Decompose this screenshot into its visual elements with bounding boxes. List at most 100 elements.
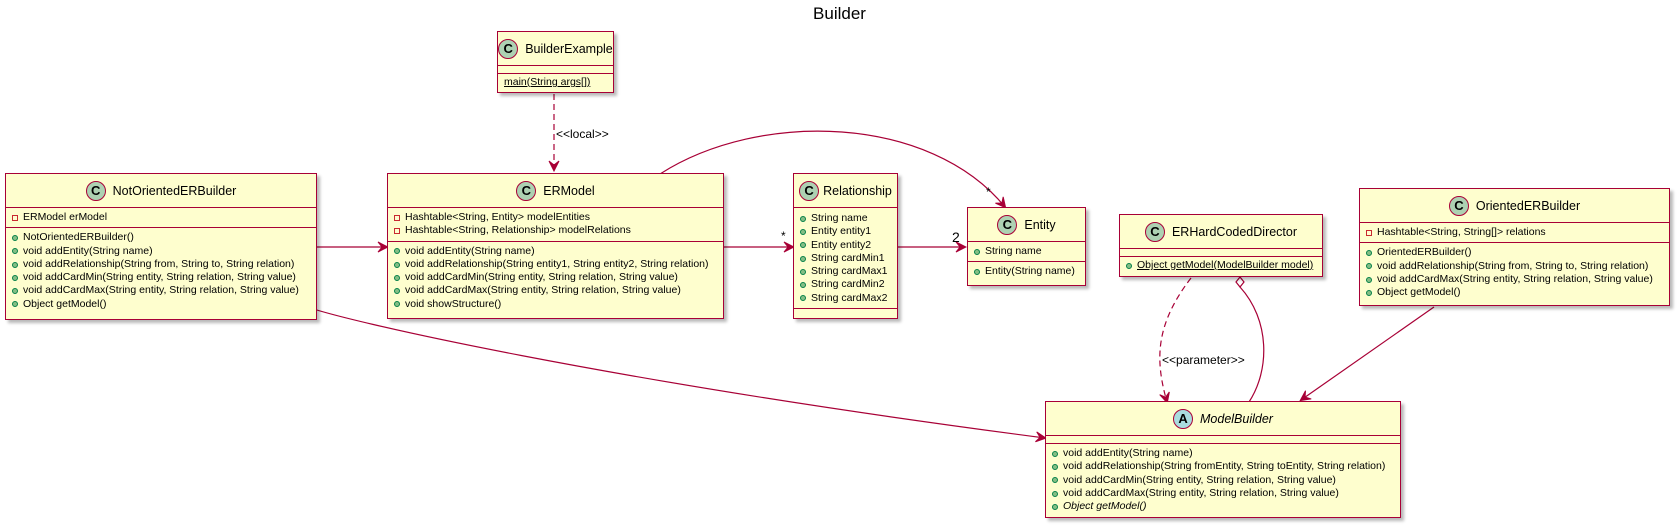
class-relationship[interactable]: C Relationship String name Entity entity… [793, 173, 898, 319]
association-oriented-modelbuilder [1301, 306, 1435, 400]
field-text: Entity entity2 [811, 238, 872, 251]
association-notoriented-modelbuilder [304, 305, 1045, 438]
field-text: String cardMax2 [811, 291, 888, 304]
class-notorientederbuilder[interactable]: C NotOrientedERBuilder ERModel erModel N… [5, 173, 317, 320]
class-stereotype-icon: C [498, 38, 519, 59]
abstract-stereotype-icon: A [1173, 408, 1194, 429]
method-text: Object getModel() [23, 297, 107, 310]
field-row: Hashtable<String, String[]> relations [1366, 226, 1663, 239]
method-text: Object getModel(ModelBuilder model) [1137, 259, 1314, 271]
method-row: void addRelationship(String entity1, Str… [394, 258, 717, 271]
field-text: Hashtable<String, String[]> relations [1377, 226, 1546, 238]
class-name: ModelBuilder [1200, 411, 1273, 426]
methods-section: void addEntity(String name) void addRela… [388, 242, 723, 314]
public-visibility-icon [1052, 490, 1058, 497]
field-row: String cardMax2 [800, 292, 891, 305]
private-visibility-icon [394, 214, 400, 221]
public-visibility-icon [974, 268, 980, 275]
public-visibility-icon [1366, 276, 1372, 283]
public-visibility-icon [1366, 263, 1372, 270]
public-visibility-icon [12, 274, 18, 281]
public-visibility-icon [12, 301, 18, 308]
field-row: String name [974, 245, 1079, 258]
class-header: C BuilderExample [498, 32, 613, 66]
fields-section [1120, 249, 1322, 257]
fields-section: ERModel erModel [6, 208, 316, 229]
class-name: OrientedERBuilder [1475, 198, 1581, 213]
method-row: void addCardMax(String entity, String re… [12, 284, 310, 297]
class-builderexample[interactable]: C BuilderExample main(String args[]) [497, 31, 614, 93]
method-text: Object getModel() [1063, 500, 1147, 513]
method-text: void showStructure() [405, 297, 502, 310]
method-row: void addEntity(String name) [12, 245, 310, 258]
methods-section: Entity(String name) [968, 262, 1085, 281]
method-row: Object getModel() [12, 298, 310, 311]
class-stereotype-icon: C [1448, 195, 1469, 216]
method-row: void addEntity(String name) [394, 245, 717, 258]
public-visibility-icon [974, 248, 980, 255]
field-text: String cardMin2 [811, 278, 885, 291]
public-visibility-icon [800, 268, 806, 275]
class-modelbuilder[interactable]: A ModelBuilder void addEntity(String nam… [1045, 401, 1401, 518]
methods-section [794, 309, 897, 317]
method-text: void addCardMax(String entity, String re… [1063, 486, 1339, 499]
class-stereotype-icon: C [997, 214, 1018, 235]
fields-section: String name [968, 242, 1085, 263]
public-visibility-icon [12, 234, 18, 241]
class-name: Relationship [823, 183, 892, 198]
fields-section [1046, 436, 1400, 444]
field-row: String cardMax1 [800, 265, 891, 278]
method-text: void addEntity(String name) [23, 244, 153, 257]
method-text: void addCardMin(String entity, String re… [405, 271, 678, 284]
class-ermodel[interactable]: C ERModel Hashtable<String, Entity> mode… [387, 173, 724, 319]
public-visibility-icon [800, 295, 806, 302]
method-row: void addCardMax(String entity, String re… [1366, 273, 1663, 286]
aggregation-diamond [1235, 276, 1245, 288]
field-row: ERModel erModel [12, 211, 310, 224]
field-text: Entity entity1 [811, 225, 872, 238]
method-text: void addCardMax(String entity, String re… [1377, 272, 1653, 285]
class-header: C ERHardCodedDirector [1120, 215, 1322, 249]
field-row: Entity entity2 [800, 239, 891, 252]
methods-section: Object getModel(ModelBuilder model) [1120, 257, 1322, 275]
multiplicity-ermodel-entity: * [986, 185, 991, 199]
class-header: C OrientedERBuilder [1360, 189, 1669, 223]
diagram-title: Builder [813, 4, 866, 23]
public-visibility-icon [1052, 477, 1058, 484]
class-erhardcodeddirector[interactable]: C ERHardCodedDirector Object getModel(Mo… [1119, 214, 1323, 277]
public-visibility-icon [1366, 249, 1372, 256]
method-row: void addRelationship(String from, String… [12, 258, 310, 271]
method-row: Object getModel() [1366, 286, 1663, 299]
methods-section: main(String args[]) [498, 74, 613, 92]
public-visibility-icon [800, 255, 806, 262]
class-name: ERHardCodedDirector [1171, 224, 1298, 239]
public-visibility-icon [12, 288, 18, 295]
public-visibility-icon [1126, 262, 1132, 269]
method-row: void addEntity(String name) [1052, 447, 1394, 460]
method-text: main(String args[]) [504, 76, 591, 88]
class-orientederbuilder[interactable]: C OrientedERBuilder Hashtable<String, St… [1359, 188, 1670, 306]
class-stereotype-icon: C [799, 180, 820, 201]
method-text: Entity(String name) [985, 265, 1075, 278]
field-text: String cardMax1 [811, 265, 888, 278]
dependency-director-modelbuilder [1159, 277, 1192, 402]
public-visibility-icon [800, 282, 806, 289]
field-text: ERModel erModel [23, 211, 108, 223]
aggregation-director-modelbuilder [1239, 286, 1265, 403]
method-row: void addCardMin(String entity, String re… [1052, 474, 1394, 487]
method-text: Object getModel() [1377, 286, 1461, 299]
field-row: String name [800, 212, 891, 225]
field-row: String cardMin1 [800, 252, 891, 265]
public-visibility-icon [394, 261, 400, 268]
public-visibility-icon [800, 242, 806, 249]
method-row: void showStructure() [394, 298, 717, 311]
public-visibility-icon [1366, 289, 1372, 296]
field-text: String name [811, 212, 868, 224]
field-text: Hashtable<String, Relationship> modelRel… [405, 224, 631, 237]
private-visibility-icon [12, 214, 18, 221]
method-row: void addCardMin(String entity, String re… [12, 271, 310, 284]
fields-section: Hashtable<String, String[]> relations [1360, 223, 1669, 244]
class-entity[interactable]: C Entity String name Entity(String name) [967, 207, 1086, 286]
public-visibility-icon [1052, 503, 1058, 510]
